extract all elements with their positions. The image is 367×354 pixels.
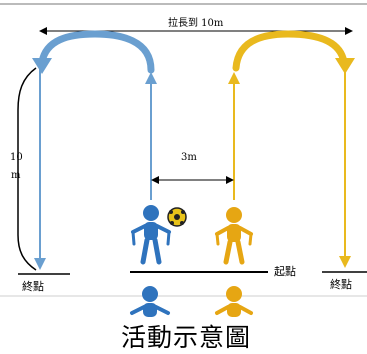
yellow-up-arrow-icon bbox=[228, 72, 240, 84]
yellow-arc-arrow-icon bbox=[335, 58, 355, 74]
yellow-person-icon bbox=[215, 207, 253, 265]
yellow-turn-arc bbox=[232, 30, 348, 72]
vertical-distance-bracket bbox=[17, 67, 37, 271]
blue-turn-arc bbox=[38, 30, 155, 74]
end-label-left: 終點 bbox=[22, 280, 44, 293]
ball-icon bbox=[167, 207, 187, 227]
end-label-right: 終點 bbox=[330, 278, 352, 291]
yellow-person-back-icon bbox=[215, 286, 253, 317]
extend-label: 拉長到 10m bbox=[168, 18, 224, 29]
gap-label: 3m bbox=[181, 152, 197, 163]
start-label: 起點 bbox=[274, 265, 296, 278]
blue-arc-arrow-icon bbox=[32, 58, 52, 74]
blue-down-arrow-icon bbox=[34, 258, 46, 270]
blue-person-icon bbox=[131, 205, 171, 265]
diagram-caption: 活動示意圖 bbox=[121, 323, 252, 352]
vertical-distance-number: 10 bbox=[10, 152, 23, 163]
blue-person-back-icon bbox=[130, 286, 170, 317]
blue-up-arrow-icon bbox=[145, 72, 157, 84]
vertical-distance-unit: m bbox=[11, 170, 21, 181]
yellow-down-arrow-icon bbox=[339, 256, 351, 268]
